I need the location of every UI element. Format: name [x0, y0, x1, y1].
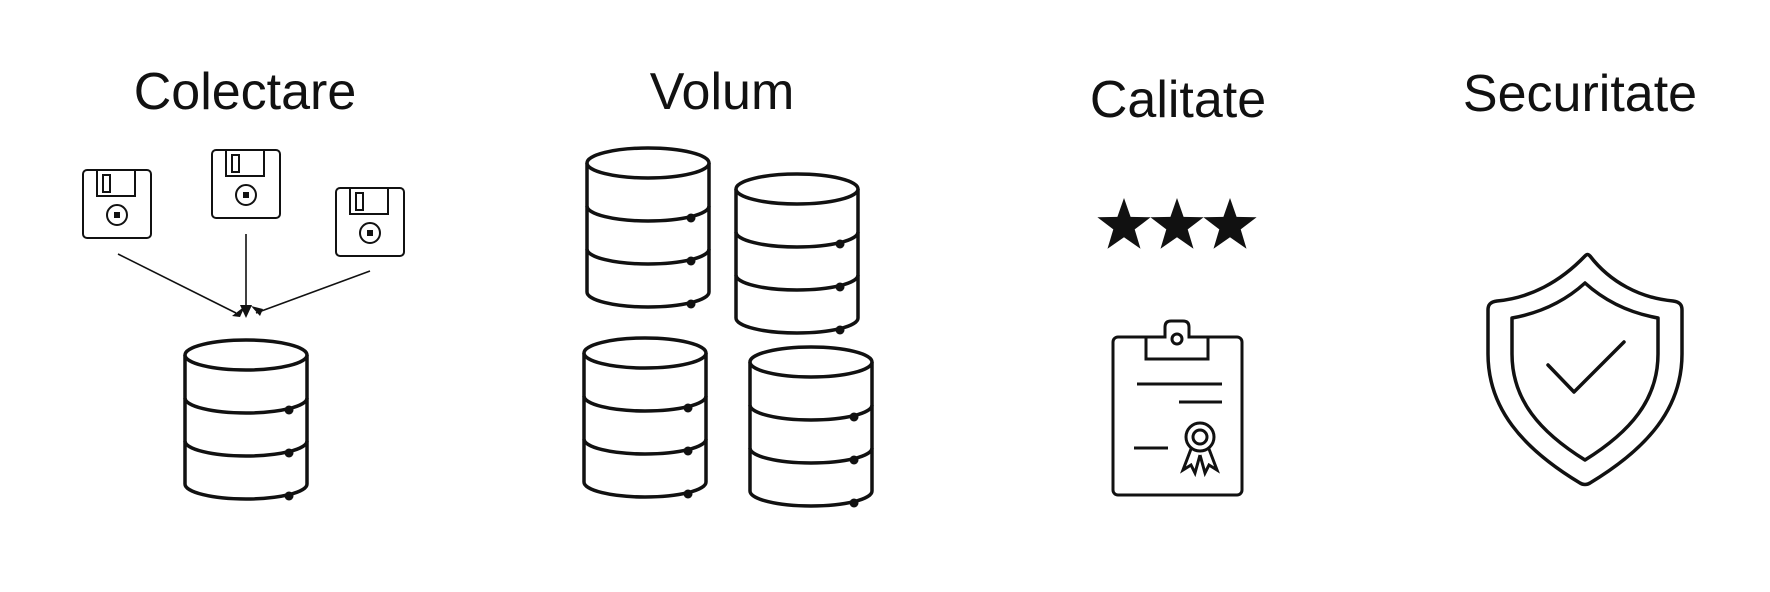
shield-check-icon — [1486, 252, 1684, 487]
title-volume: Volum — [649, 63, 795, 121]
database-icon-volume-2 — [734, 172, 860, 337]
star-icon — [1203, 198, 1257, 249]
database-icon-volume-3 — [582, 336, 708, 501]
star-icon — [1097, 198, 1151, 249]
star-icon — [1150, 198, 1204, 249]
database-icon-volume-1 — [585, 146, 711, 311]
database-icon-volume-4 — [748, 345, 874, 510]
floppy-disk-icon-1 — [82, 169, 152, 239]
collect-arrows — [117, 234, 371, 318]
title-security: Securitate — [1462, 65, 1698, 123]
floppy-disk-icon-3 — [335, 187, 405, 257]
clipboard-certificate-icon — [1111, 319, 1244, 497]
floppy-disk-icon-2 — [211, 149, 281, 219]
database-icon-collect — [183, 338, 309, 503]
rating-stars — [1097, 198, 1257, 249]
title-quality: Calitate — [1089, 71, 1267, 129]
title-collect: Colectare — [133, 63, 357, 121]
